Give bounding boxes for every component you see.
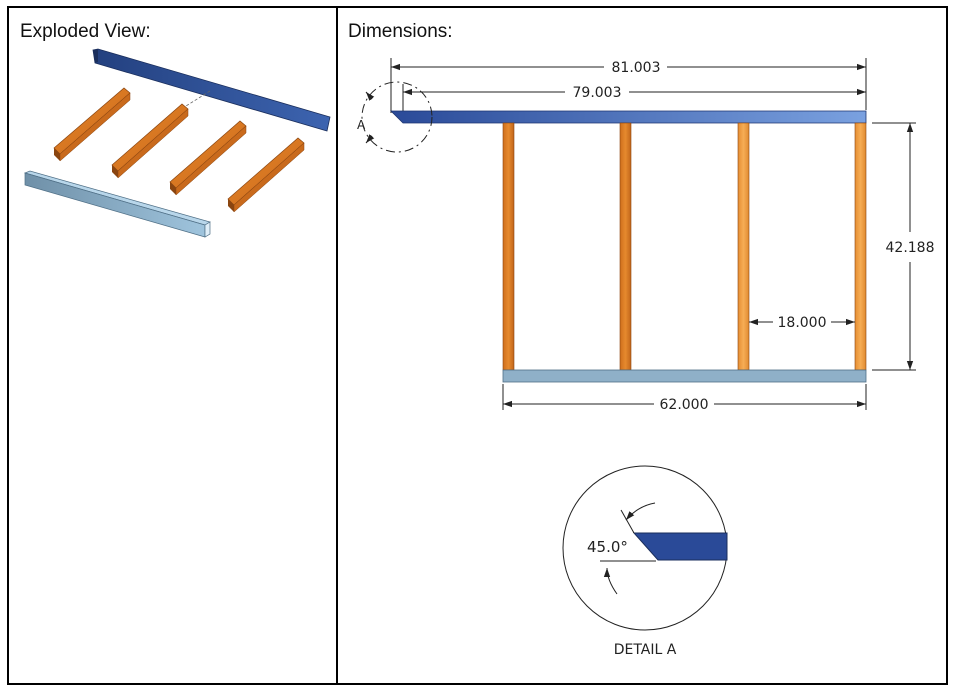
bottom-plate xyxy=(502,369,867,383)
detail-a-view: 45.0° xyxy=(562,465,728,631)
dim-bottom-plate-length: 62.000 xyxy=(660,397,709,413)
exploded-stud xyxy=(53,87,131,162)
dimensions-drawing: 81.003 79.003 A 42.188 18.000 62.000 45.… xyxy=(357,58,935,658)
stud xyxy=(737,122,750,371)
detail-label: DETAIL A xyxy=(614,642,677,658)
dim-top-plate-length: 79.003 xyxy=(573,85,622,101)
stud xyxy=(502,122,515,371)
top-plate xyxy=(390,110,867,124)
stud xyxy=(619,122,632,371)
detail-angle-arrow xyxy=(603,567,618,595)
exploded-bottom-plate xyxy=(23,170,211,238)
drawing-frame xyxy=(7,6,948,685)
dimensions-title: Dimensions: xyxy=(348,21,453,42)
stud xyxy=(854,122,867,371)
dim-stud-spacing: 18.000 xyxy=(778,315,827,331)
dim-height: 42.188 xyxy=(886,240,935,256)
detail-angle-arrow xyxy=(625,502,656,521)
detail-arrow xyxy=(365,134,375,144)
exploded-stud xyxy=(111,103,189,179)
exploded-stud xyxy=(169,120,247,196)
exploded-top-plate xyxy=(92,48,331,132)
detail-arrow xyxy=(365,91,375,101)
dim-overall-width: 81.003 xyxy=(612,60,661,76)
detail-angle-line xyxy=(620,509,635,534)
detail-a-circle xyxy=(361,81,433,153)
exploded-view-title: Exploded View: xyxy=(20,21,151,42)
exploded-view-drawing xyxy=(23,48,331,238)
detail-angle: 45.0° xyxy=(587,538,628,556)
exploded-stud xyxy=(227,137,305,213)
detail-plate-end xyxy=(632,532,728,561)
panel-divider xyxy=(336,6,338,685)
detail-marker: A xyxy=(357,118,366,132)
